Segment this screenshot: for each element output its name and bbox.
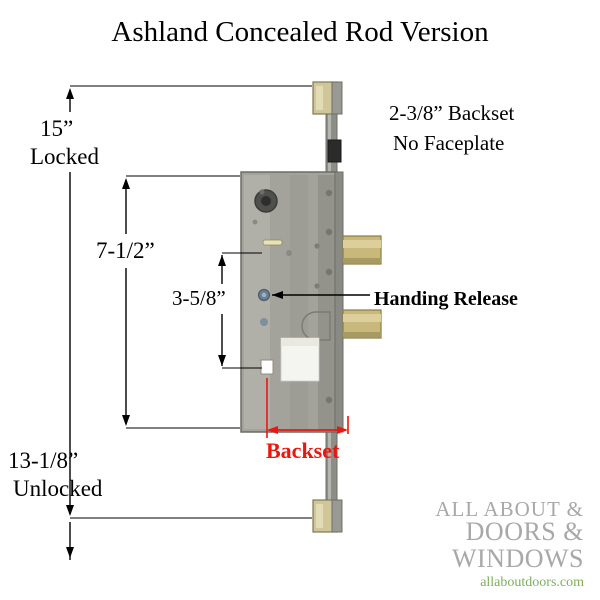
lower-brass-latch: [342, 309, 382, 339]
backset-note: 2-3/8” Backset: [389, 101, 515, 125]
lock-assembly: [240, 81, 382, 533]
company-logo: ALL ABOUT & DOORS & WINDOWS allaboutdoor…: [392, 497, 592, 595]
lock-body: [240, 171, 344, 433]
top-strike-plate: [312, 81, 343, 115]
logo-line-doors: DOORS &: [465, 517, 584, 546]
backset-dimension: [266, 378, 349, 438]
dimension-label-13-1-8: 13-1/8”: [8, 448, 79, 473]
dimension-label-locked: Locked: [30, 144, 99, 169]
logo-website-url: allaboutdoors.com: [480, 575, 584, 590]
bottom-strike-plate: [312, 499, 343, 533]
dimension-label-15: 15”: [40, 116, 74, 141]
dimension-label-3-5-8: 3-5/8”: [172, 286, 226, 310]
dimension-label-7-1-2: 7-1/2”: [96, 238, 155, 263]
dimension-label-unlocked: Unlocked: [13, 476, 103, 501]
backset-label: Backset: [266, 438, 340, 463]
logo-line-all-about: ALL ABOUT &: [435, 497, 584, 521]
dimension-lines: [66, 85, 370, 560]
logo-line-windows: WINDOWS: [451, 544, 584, 573]
handing-release-label: Handing Release: [374, 288, 518, 310]
upper-brass-latch: [342, 235, 382, 265]
handing-release-pin: [257, 288, 271, 302]
page-title: Ashland Concealed Rod Version: [111, 16, 489, 48]
no-faceplate-note: No Faceplate: [393, 131, 505, 155]
